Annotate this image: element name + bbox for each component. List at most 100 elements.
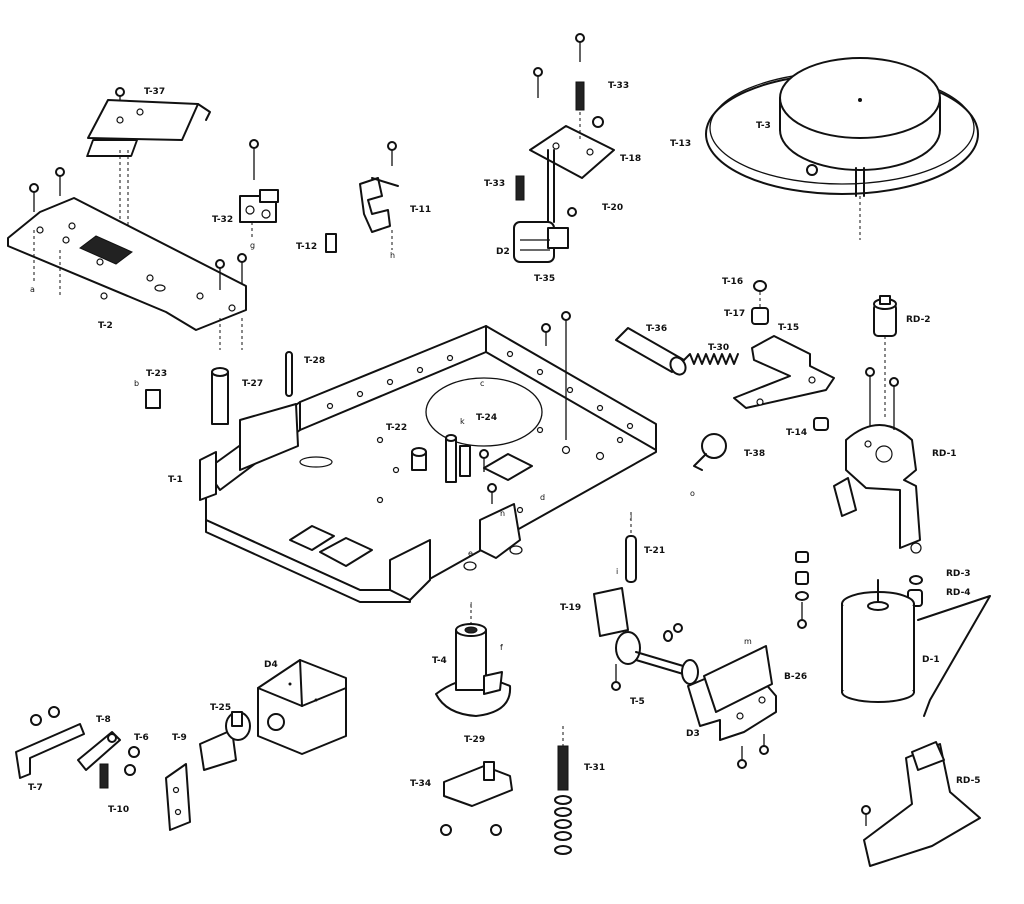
label-b26: B-26	[784, 672, 807, 682]
label-t4: T-4	[432, 656, 447, 666]
label-t1: T-1	[168, 475, 183, 485]
label-t28: T-28	[304, 356, 325, 366]
part-rd3-rd4	[795, 551, 923, 629]
part-t7-hook	[15, 706, 85, 779]
letter-a: a	[30, 285, 35, 294]
part-rd5-cover	[861, 741, 981, 867]
part-t18-bracket	[515, 33, 615, 223]
part-t37-bracket	[86, 87, 211, 270]
label-t38: T-38	[744, 449, 765, 459]
label-t18: T-18	[620, 154, 641, 164]
label-d4: D4	[264, 660, 278, 670]
label-t25: T-25	[210, 703, 231, 713]
label-rd4: RD-4	[946, 588, 971, 598]
label-t19: T-19	[560, 603, 581, 613]
label-t34: T-34	[410, 779, 431, 789]
letter-e: e	[468, 549, 473, 558]
label-t6: T-6	[134, 733, 149, 743]
label-rd2: RD-2	[906, 315, 931, 325]
part-t30-spring	[683, 353, 739, 365]
label-t32: T-32	[212, 215, 233, 225]
part-t11-latch	[325, 141, 399, 253]
part-d2-solenoid	[513, 207, 577, 263]
letter-b: b	[134, 379, 139, 388]
label-t33-b: T-33	[484, 179, 505, 189]
label-t33-a: T-33	[608, 81, 629, 91]
label-t20: T-20	[602, 203, 623, 213]
part-t15-lever	[733, 335, 835, 409]
label-t8: T-8	[96, 715, 111, 725]
letter-h: h	[390, 251, 395, 260]
letter-c: c	[480, 379, 484, 388]
letter-d: d	[540, 493, 545, 502]
part-t14-bushing	[813, 417, 829, 431]
label-t22: T-22	[386, 423, 407, 433]
label-t7: T-7	[28, 783, 43, 793]
letter-m: m	[744, 637, 752, 646]
label-t17: T-17	[724, 309, 745, 319]
label-t21: T-21	[644, 546, 665, 556]
part-t23-clip	[145, 389, 161, 409]
part-t28-pin	[285, 351, 293, 397]
part-t2-plate	[7, 167, 247, 350]
letter-k: k	[460, 417, 465, 426]
label-t27: T-27	[242, 379, 263, 389]
label-t14: T-14	[786, 428, 807, 438]
label-t5: T-5	[630, 697, 645, 707]
label-t15: T-15	[778, 323, 799, 333]
letter-g: g	[250, 241, 255, 250]
part-t27-sleeve	[211, 367, 229, 425]
part-t38-spring	[693, 433, 727, 471]
part-d1-motor	[841, 579, 991, 717]
part-t9-plate	[165, 763, 191, 831]
label-t29: T-29	[464, 735, 485, 745]
part-rd2-idler	[873, 295, 897, 420]
label-t9: T-9	[172, 733, 187, 743]
part-t36-roller	[615, 327, 687, 376]
label-t24: T-24	[476, 413, 497, 423]
label-t35: T-35	[534, 274, 555, 284]
screws-t2	[29, 167, 247, 350]
letter-j: j	[629, 511, 632, 520]
label-t13: T-13	[670, 139, 691, 149]
part-t4-capstan	[435, 604, 512, 717]
part-t34-bracket	[440, 761, 513, 836]
letter-o: o	[690, 489, 695, 498]
label-d2: D2	[496, 247, 510, 257]
part-t25-plunger	[199, 711, 251, 771]
label-t36: T-36	[646, 324, 667, 334]
label-rd1: RD-1	[932, 449, 957, 459]
part-t19-bracket	[593, 587, 629, 637]
part-t5-shaft-assembly	[611, 623, 699, 691]
label-d1: D-1	[922, 655, 940, 665]
label-rd5: RD-5	[956, 776, 981, 786]
chassis-holes	[326, 350, 634, 514]
part-rd1-bracket	[833, 367, 922, 554]
letter-i: i	[616, 567, 618, 576]
part-t8-arm	[77, 731, 140, 789]
label-t31: T-31	[584, 763, 605, 773]
label-t30: T-30	[708, 343, 729, 353]
label-rd3: RD-3	[946, 569, 971, 579]
part-d4-solenoid	[257, 659, 347, 755]
letter-l: l	[470, 601, 472, 610]
letter-f: f	[500, 643, 503, 652]
label-t11: T-11	[410, 205, 431, 215]
part-t31-spring-stack	[554, 726, 572, 855]
alignment-letters: a b c d e f g h i j k l m n o	[30, 241, 752, 652]
label-t10: T-10	[108, 805, 129, 815]
label-d3: D3	[686, 729, 700, 739]
part-t13-turntable	[705, 57, 979, 240]
part-labels: T-37 T-32 T-11 T-12 T-2 T-33 T-33 T-18 T…	[28, 81, 981, 815]
part-t32-switch	[239, 139, 279, 240]
letter-n: n	[500, 509, 505, 518]
label-t37: T-37	[144, 87, 165, 97]
part-t21-shaft	[625, 512, 637, 583]
part-t16-t17	[751, 280, 769, 325]
label-t2: T-2	[98, 321, 113, 331]
part-d3-bracket	[687, 645, 777, 769]
label-t3: T-3	[756, 121, 771, 131]
label-t12: T-12	[296, 242, 317, 252]
label-t16: T-16	[722, 277, 743, 287]
